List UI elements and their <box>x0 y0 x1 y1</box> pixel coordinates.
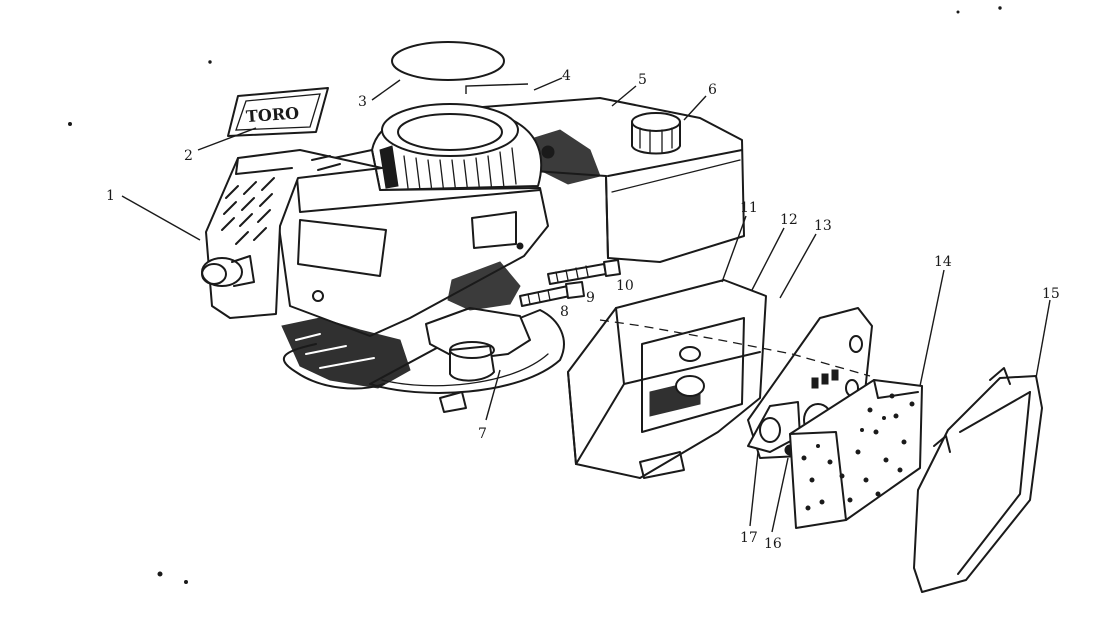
part-14-filter-element <box>789 379 923 529</box>
callout-10: 10 <box>616 278 634 294</box>
callout-17: 17 <box>740 530 758 546</box>
callout-1: 1 <box>106 188 115 204</box>
part-3-ring <box>391 41 505 81</box>
part-1-muffler <box>201 149 383 319</box>
assembly-line <box>599 319 871 377</box>
scan-specks <box>68 6 1002 584</box>
callout-11: 11 <box>740 200 758 216</box>
callout-13: 13 <box>814 218 832 234</box>
part-10-screw <box>547 259 621 285</box>
part-17-gasket <box>747 401 801 453</box>
callout-12: 12 <box>780 212 798 228</box>
leader-lines <box>121 77 1051 533</box>
part-15-cover <box>913 367 1043 593</box>
callout-16: 16 <box>764 536 782 552</box>
callout-5: 5 <box>638 72 647 88</box>
callout-8: 8 <box>560 304 569 320</box>
callout-numbers: 1 2 3 4 5 6 7 8 9 10 11 12 13 14 15 16 1… <box>106 68 1060 552</box>
decal-logo-text: TORO <box>245 103 299 126</box>
part-6-fuel-cap <box>631 112 681 155</box>
engine-shroud <box>277 103 549 337</box>
part-2-decal: TORO <box>227 87 329 137</box>
callout-9: 9 <box>586 290 595 306</box>
part-11-air-cleaner-base <box>567 279 767 479</box>
part-9-screw <box>519 281 585 307</box>
engine-lower-block <box>281 261 565 413</box>
callout-3: 3 <box>358 94 367 110</box>
callout-14: 14 <box>934 254 952 270</box>
callout-4: 4 <box>562 68 571 84</box>
callout-6: 6 <box>708 82 717 98</box>
callout-7: 7 <box>478 426 487 442</box>
callout-2: 2 <box>184 148 193 164</box>
callout-15: 15 <box>1042 286 1060 302</box>
